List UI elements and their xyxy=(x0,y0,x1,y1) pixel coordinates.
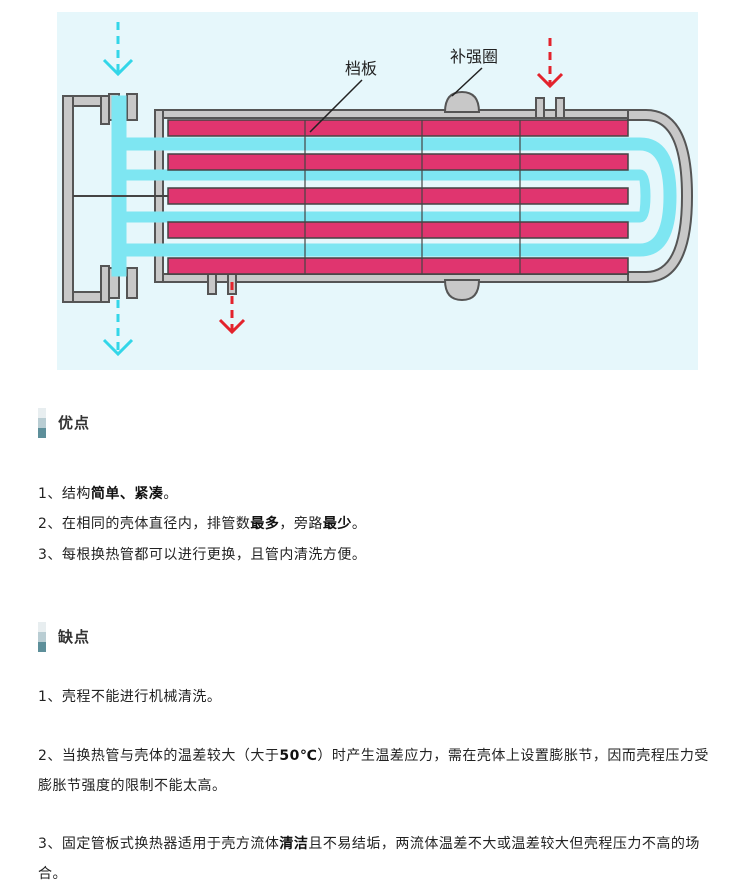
ring-label: 补强圈 xyxy=(450,47,498,66)
disadvantage-item: 3、固定管板式换热器适用于壳方流体清洁且不易结垢，两流体温差不大或温差较大但壳程… xyxy=(38,836,700,882)
heat-exchanger-diagram: 档板 补强圈 xyxy=(57,12,698,370)
tube-bundle xyxy=(167,119,629,275)
baffle-leader-line xyxy=(309,79,363,133)
tube-side-flow xyxy=(111,95,677,277)
ring-leader-line xyxy=(451,67,483,97)
tube-inlet-arrow xyxy=(102,22,134,77)
disadvantage-item: 2、当换热管与壳体的温差较大（大于50℃）时产生温差应力，需在壳体上设置膨胀节，… xyxy=(38,748,709,794)
shell-outlet-arrow xyxy=(218,282,246,335)
disadvantage-item: 1、壳程不能进行机械清洗。 xyxy=(38,689,222,705)
disadvantages-title: 缺点 xyxy=(58,628,91,646)
baffle-label: 档板 xyxy=(345,59,377,78)
advantage-item: 3、每根换热管都可以进行更换，且管内清洗方便。 xyxy=(38,547,367,563)
advantage-item: 2、在相同的壳体直径内，排管数最多，旁路最少。 xyxy=(38,516,367,532)
advantages-title: 优点 xyxy=(58,414,91,432)
tube-outlet-arrow xyxy=(102,300,134,357)
shell-inlet-arrow xyxy=(536,38,564,89)
baffle-lines xyxy=(304,120,521,274)
advantage-item: 1、结构简单、紧凑。 xyxy=(38,486,178,502)
